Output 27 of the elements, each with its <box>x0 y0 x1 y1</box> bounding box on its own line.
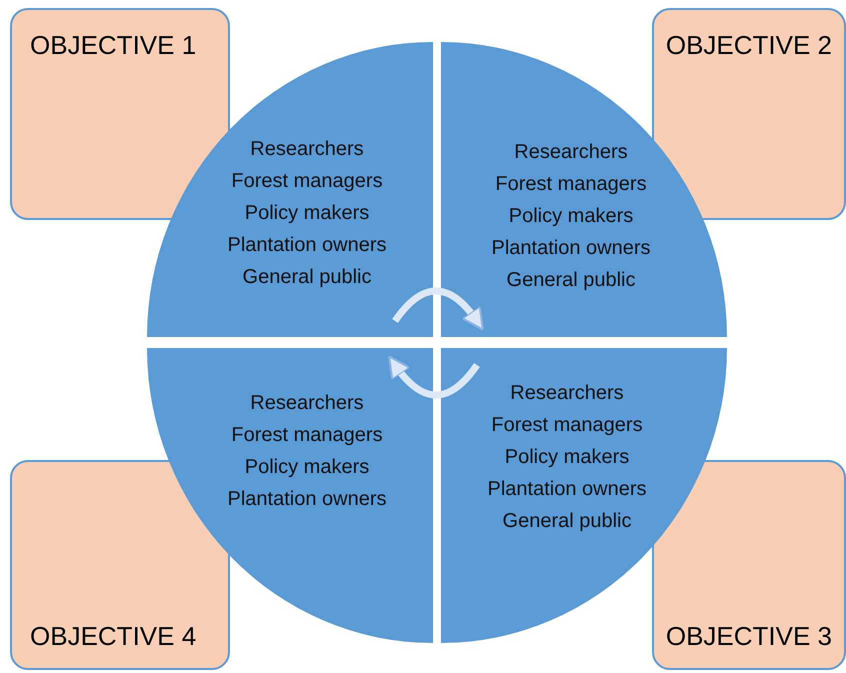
objective-box <box>10 460 230 670</box>
stakeholder-label: Researchers <box>514 141 628 164</box>
stakeholder-label: Policy makers <box>504 446 630 469</box>
stakeholder-label: Plantation owners <box>228 488 386 511</box>
stakeholder-label: Plantation owners <box>492 237 650 260</box>
objective-box <box>652 8 846 220</box>
stakeholder-label: Forest managers <box>231 424 383 447</box>
objective-title: OBJECTIVE 1 <box>30 30 196 61</box>
objective-title: OBJECTIVE 4 <box>30 621 196 652</box>
stakeholder-label: Forest managers <box>491 414 643 437</box>
objective-box <box>10 8 230 220</box>
objective-title: OBJECTIVE 3 <box>666 621 832 652</box>
stakeholder-label: Plantation owners <box>228 234 386 257</box>
stakeholder-label: Forest managers <box>495 173 647 196</box>
stakeholder-label: Forest managers <box>231 170 383 193</box>
objective-title: OBJECTIVE 2 <box>666 30 832 61</box>
stakeholder-label: General public <box>242 266 372 289</box>
stakeholder-label: Researchers <box>250 392 364 415</box>
stakeholder-label: Plantation owners <box>488 478 646 501</box>
stakeholder-label: General public <box>506 269 636 292</box>
stakeholder-label: General public <box>502 510 632 533</box>
stakeholder-label: Policy makers <box>244 202 370 225</box>
stakeholder-label: Researchers <box>510 382 624 405</box>
stakeholder-label: Policy makers <box>244 456 370 479</box>
objective-box <box>652 460 846 670</box>
stakeholder-label: Policy makers <box>508 205 634 228</box>
stakeholder-label: Researchers <box>250 138 364 161</box>
